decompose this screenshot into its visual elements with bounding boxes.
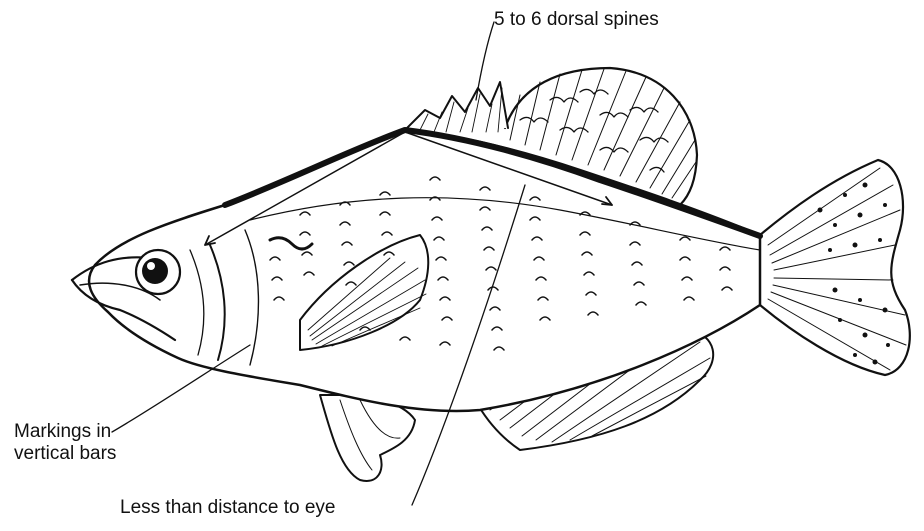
distance-label: Less than distance to eye [120, 497, 335, 519]
leader-dorsal-spines [476, 22, 494, 100]
markings-label-line2: vertical bars [14, 443, 116, 465]
caudal-fin [760, 160, 910, 375]
pupil [142, 258, 168, 284]
markings-label-line1: Markings in [14, 421, 116, 443]
eye-highlight [147, 262, 155, 270]
spiny-dorsal-fin [405, 82, 508, 130]
dorsal-spines-label: 5 to 6 dorsal spines [494, 9, 659, 31]
markings-label: Markings in vertical bars [14, 421, 116, 465]
